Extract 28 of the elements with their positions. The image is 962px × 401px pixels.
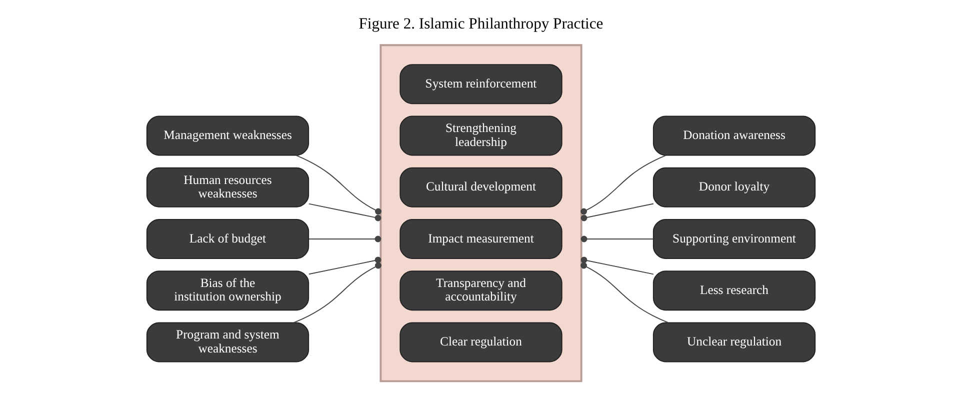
node-box: Donation awareness bbox=[652, 116, 816, 156]
cluster bbox=[380, 44, 582, 382]
diagram-title: Figure 2. Islamic Philanthropy Practice bbox=[358, 15, 604, 32]
connector bbox=[580, 256, 654, 275]
node-box: Transparency and accountability bbox=[400, 270, 562, 311]
node-box: Unclear regulation bbox=[652, 322, 816, 362]
connector bbox=[308, 256, 382, 275]
connector bbox=[580, 203, 654, 222]
node-box: Bias of the institution ownership bbox=[146, 270, 310, 311]
connector bbox=[308, 203, 382, 222]
node-box: Less research bbox=[652, 270, 816, 311]
node-box: Donor loyalty bbox=[652, 167, 816, 208]
node-box: System reinforcement bbox=[400, 64, 562, 104]
node-box: Lack of budget bbox=[146, 219, 310, 259]
connector bbox=[580, 154, 666, 215]
connector bbox=[580, 262, 669, 324]
node-box: Strengthening leadership bbox=[400, 116, 562, 156]
connector bbox=[296, 154, 382, 215]
connector bbox=[293, 262, 382, 324]
node-box: Management weaknesses bbox=[146, 116, 310, 156]
connector bbox=[580, 236, 654, 242]
node-box: Human resources weaknesses bbox=[146, 167, 310, 208]
node-box: Program and system weaknesses bbox=[146, 322, 310, 362]
node-box: Clear regulation bbox=[400, 322, 562, 362]
node-box: Supporting environment bbox=[652, 219, 816, 259]
node-box: Cultural development bbox=[400, 167, 562, 208]
connector bbox=[308, 236, 382, 242]
node-box: Impact measurement bbox=[400, 219, 562, 259]
